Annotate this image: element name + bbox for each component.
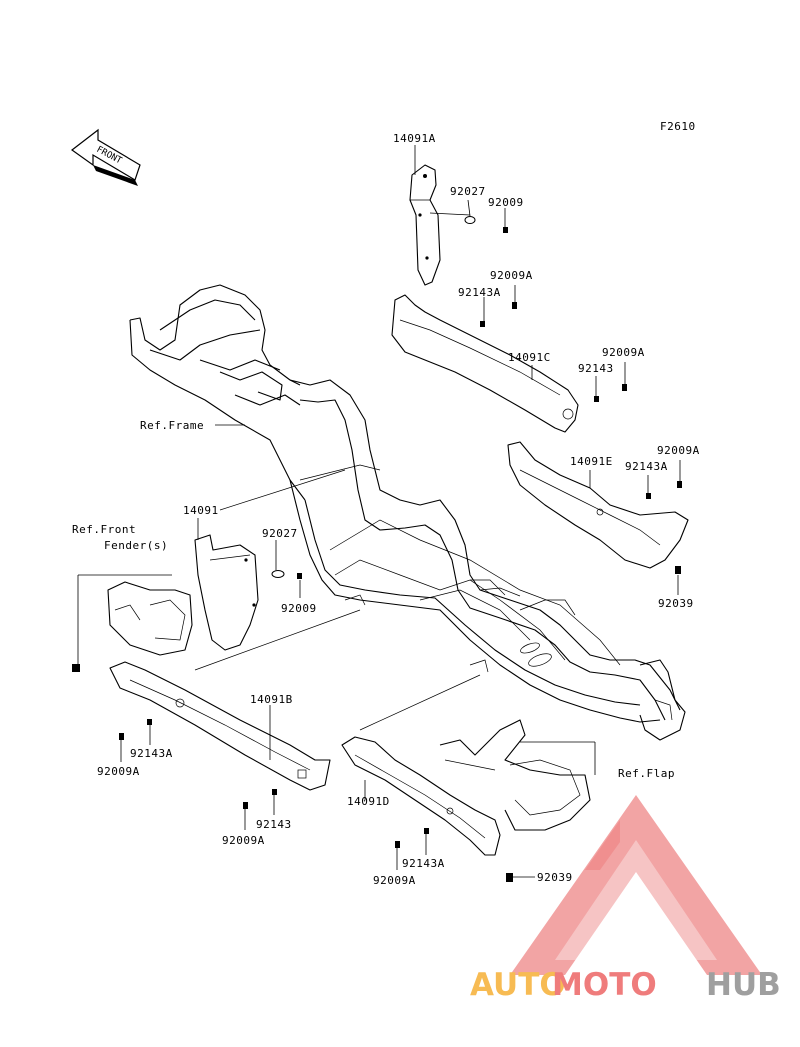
label-92143A-2: 92143A <box>625 460 668 473</box>
nut-92143-1 <box>594 396 599 402</box>
bolt-ref-fender <box>72 664 80 672</box>
label-92143-2: 92143 <box>256 818 292 831</box>
label-92143A-4: 92143A <box>402 857 445 870</box>
nut-92143A-1 <box>480 321 485 327</box>
label-92143A-3: 92143A <box>130 747 173 760</box>
label-14091: 14091 <box>183 504 219 517</box>
washer-92027-mid <box>271 570 285 578</box>
front-arrow-icon: FRONT <box>70 128 141 186</box>
label-14091A: 14091A <box>393 132 436 145</box>
leader-lines <box>120 145 681 878</box>
part-14091A <box>409 164 441 286</box>
part-14091E <box>507 441 689 569</box>
bolt-92009A-3 <box>677 481 682 488</box>
label-ref-flap: Ref.Flap <box>618 767 675 780</box>
nut-92143-2 <box>272 789 277 795</box>
bolt-92009-top <box>503 227 508 233</box>
label-ref-front-fender-1: Ref.Front <box>72 523 136 536</box>
bolt-92009A-4 <box>119 733 124 740</box>
label-92039-1: 92039 <box>658 597 694 610</box>
label-92039-2: 92039 <box>537 871 573 884</box>
logo-text-hub: HUB <box>706 967 781 1003</box>
part-14091B <box>109 661 331 791</box>
washer-92027-top <box>464 216 476 224</box>
label-92009A-6: 92009A <box>373 874 416 887</box>
label-92009A-2: 92009A <box>602 346 645 359</box>
label-92009A-3: 92009A <box>657 444 700 457</box>
ref-flap <box>439 719 596 831</box>
ref-front-fender <box>77 574 193 668</box>
label-92143A-1: 92143A <box>458 286 501 299</box>
label-92009A-5: 92009A <box>222 834 265 847</box>
screw-92039-2 <box>506 873 513 882</box>
label-92009A-1: 92009A <box>490 269 533 282</box>
bolt-92009A-5 <box>243 802 248 809</box>
label-92009-top: 92009 <box>488 196 524 209</box>
label-92027-top: 92027 <box>450 185 486 198</box>
bolt-92009A-1 <box>512 302 517 309</box>
figure-code: F2610 <box>660 120 696 133</box>
label-92009A-4: 92009A <box>97 765 140 778</box>
part-labels: 14091A 92027 92009 92009A 92143A 14091C … <box>72 132 700 887</box>
nut-92143A-2 <box>646 493 651 499</box>
label-92027-mid: 92027 <box>262 527 298 540</box>
frame-drawing <box>129 284 686 741</box>
logo-text-moto: MOTO <box>552 967 657 1003</box>
part-14091D <box>341 736 501 856</box>
bolt-92009-mid <box>297 573 302 579</box>
label-92143-1: 92143 <box>578 362 614 375</box>
part-14091C <box>391 294 579 433</box>
label-ref-front-fender-2: Fender(s) <box>104 539 168 552</box>
label-ref-frame: Ref.Frame <box>140 419 204 432</box>
nut-92143A-3 <box>147 719 152 725</box>
screw-92039-1 <box>675 566 681 574</box>
label-14091D: 14091D <box>347 795 390 808</box>
part-14091 <box>194 534 259 651</box>
label-14091C: 14091C <box>508 351 551 364</box>
automotohub-logo: AUTO MOTO HUB <box>470 795 781 1003</box>
nut-92143A-4 <box>424 828 429 834</box>
bolt-92009A-6 <box>395 841 400 848</box>
label-92009-mid: 92009 <box>281 602 317 615</box>
label-14091E: 14091E <box>570 455 613 468</box>
label-14091B: 14091B <box>250 693 293 706</box>
bolt-92009A-2 <box>622 384 627 391</box>
logo-text-auto: AUTO <box>470 967 566 1003</box>
